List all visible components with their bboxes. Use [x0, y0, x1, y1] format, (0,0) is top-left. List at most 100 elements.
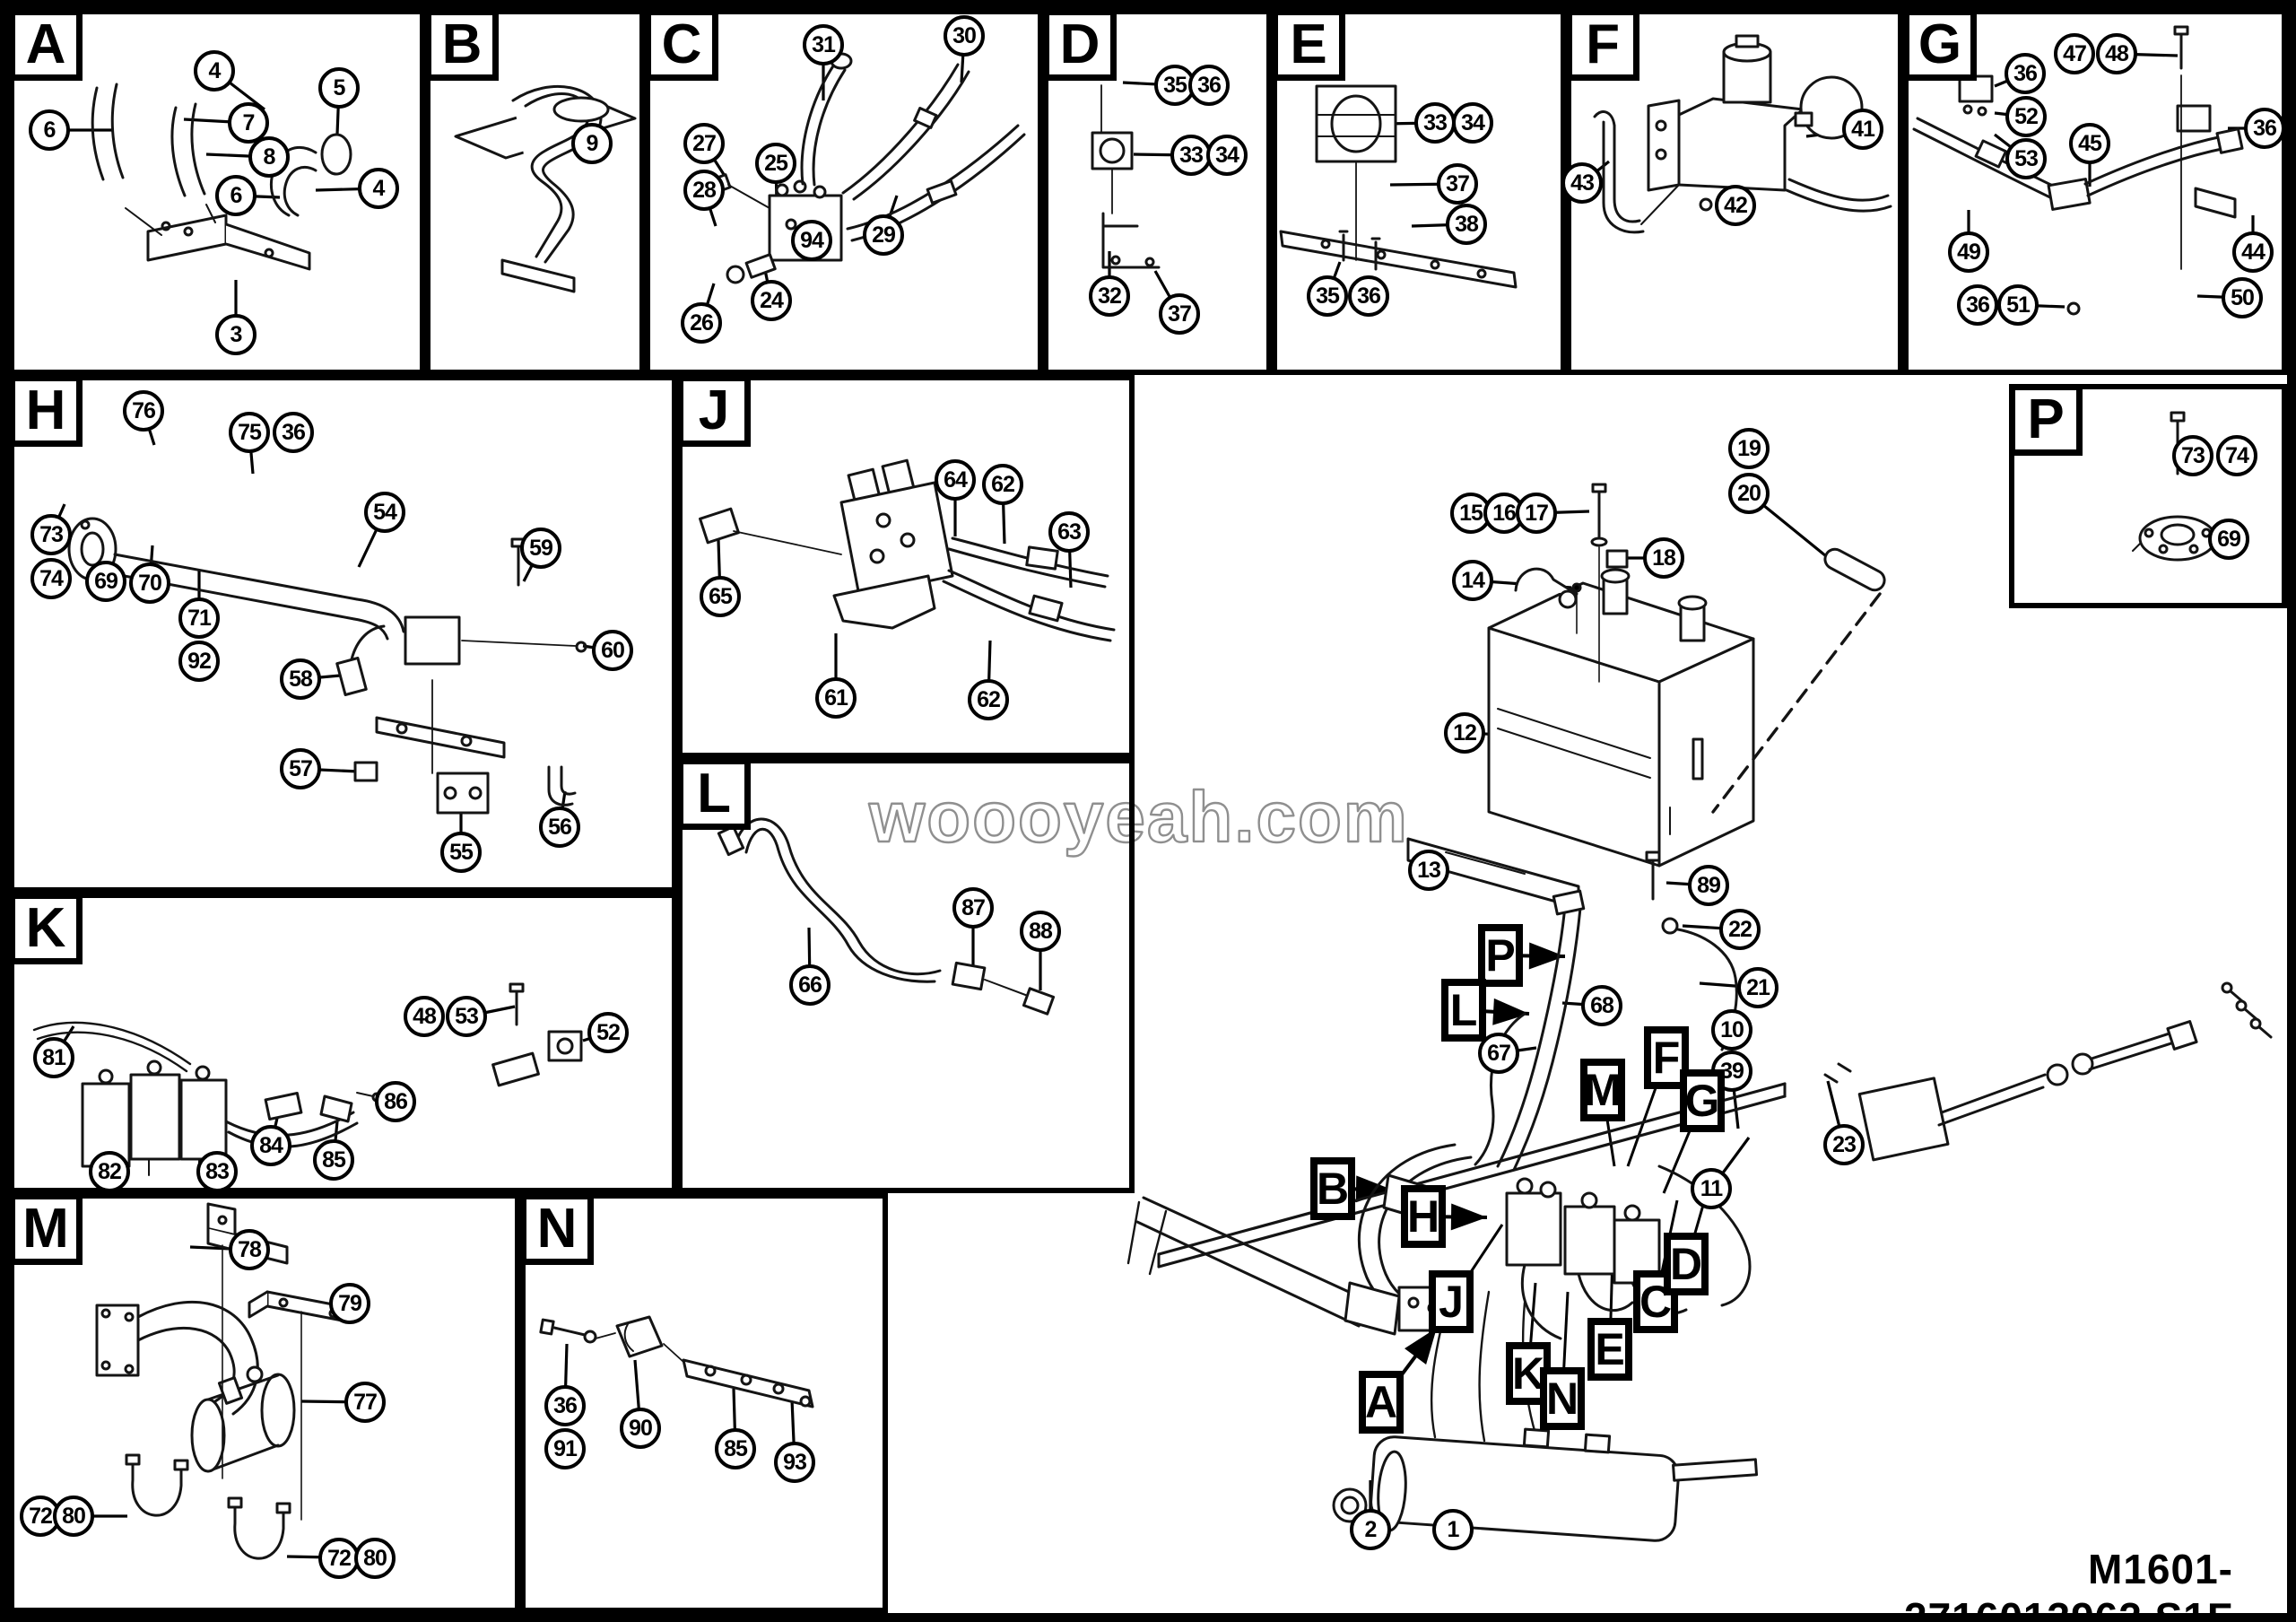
assembly-marker-a: A	[1359, 1371, 1404, 1434]
art-clamp-e	[1279, 84, 1518, 289]
panel-label-d: D	[1043, 9, 1117, 81]
callout-69: 69	[85, 561, 126, 602]
callout-21: 21	[1737, 967, 1779, 1008]
panel-label-a: A	[9, 9, 83, 81]
art-manifold-j	[699, 458, 1116, 642]
panel-h	[9, 375, 677, 893]
art-strap-n	[539, 1315, 814, 1408]
panel-a	[9, 9, 425, 375]
callout-62: 62	[968, 679, 1009, 720]
callout-73: 73	[30, 514, 72, 555]
assembly-marker-g: G	[1680, 1069, 1725, 1132]
callout-37: 37	[1159, 293, 1200, 335]
pointer-arrow-icon	[1492, 998, 1529, 1025]
callout-29: 29	[863, 214, 904, 256]
callout-36: 36	[273, 412, 314, 453]
callout-4: 4	[194, 50, 235, 92]
callout-80: 80	[354, 1538, 396, 1579]
art-tank	[1487, 567, 1755, 868]
panel-d	[1043, 9, 1272, 375]
callout-67: 67	[1478, 1033, 1519, 1074]
assembly-marker-l: L	[1441, 979, 1486, 1042]
callout-61: 61	[815, 677, 857, 719]
panel-label-n: N	[520, 1193, 594, 1265]
callout-94: 94	[791, 220, 832, 261]
callout-63: 63	[1048, 511, 1090, 553]
assembly-marker-p: P	[1478, 924, 1523, 987]
callout-74: 74	[2216, 435, 2257, 476]
callout-43: 43	[1561, 162, 1603, 204]
callout-36: 36	[2005, 53, 2046, 94]
callout-73: 73	[2172, 435, 2213, 476]
callout-36: 36	[1188, 65, 1230, 106]
callout-47: 47	[2054, 33, 2095, 74]
callout-48: 48	[2096, 33, 2137, 74]
art-pipe-h	[67, 517, 587, 815]
callout-38: 38	[1446, 204, 1487, 245]
panel-label-j: J	[677, 375, 751, 447]
callout-83: 83	[196, 1151, 238, 1192]
callout-18: 18	[1643, 537, 1684, 579]
callout-41: 41	[1842, 109, 1883, 150]
callout-60: 60	[592, 630, 633, 671]
callout-70: 70	[129, 562, 170, 604]
panel-label-g: G	[1903, 9, 1977, 81]
art-flange-p	[2132, 411, 2223, 562]
callout-23: 23	[1823, 1124, 1865, 1165]
callout-3: 3	[215, 314, 257, 355]
art-hose-l	[717, 817, 1056, 1016]
callout-14: 14	[1452, 560, 1493, 601]
callout-30: 30	[944, 15, 985, 57]
callout-49: 49	[1948, 231, 1989, 273]
callout-64: 64	[935, 459, 976, 501]
callout-89: 89	[1688, 865, 1729, 906]
callout-2: 2	[1350, 1509, 1391, 1550]
panel-n	[520, 1193, 888, 1613]
callout-48: 48	[404, 996, 445, 1037]
panel-label-m: M	[9, 1193, 83, 1265]
callout-87: 87	[952, 887, 994, 929]
callout-27: 27	[683, 123, 725, 164]
callout-36: 36	[1957, 284, 1998, 326]
panel-p	[2009, 384, 2287, 608]
panel-k	[9, 893, 677, 1193]
callout-65: 65	[700, 576, 741, 617]
panel-label-h: H	[9, 375, 83, 447]
art-hoses-g	[1912, 25, 2244, 316]
callout-17: 17	[1516, 493, 1557, 534]
callout-72: 72	[318, 1538, 360, 1579]
callout-80: 80	[53, 1496, 94, 1537]
callout-42: 42	[1715, 185, 1756, 226]
callout-1: 1	[1432, 1509, 1474, 1550]
panel-label-c: C	[645, 9, 718, 81]
callout-34: 34	[1452, 102, 1493, 144]
panel-b	[425, 9, 645, 375]
callout-6: 6	[29, 109, 70, 151]
callout-12: 12	[1444, 712, 1485, 754]
assembly-marker-h: H	[1401, 1185, 1446, 1248]
callout-82: 82	[89, 1151, 130, 1192]
callout-34: 34	[1206, 135, 1248, 176]
panel-label-f: F	[1566, 9, 1639, 81]
panel-label-b: B	[425, 9, 499, 81]
callout-44: 44	[2232, 231, 2274, 273]
callout-24: 24	[751, 280, 792, 321]
callout-74: 74	[30, 558, 72, 599]
callout-6: 6	[215, 175, 257, 216]
callout-81: 81	[33, 1037, 74, 1078]
callout-93: 93	[774, 1442, 815, 1483]
panel-m	[9, 1193, 520, 1613]
callout-58: 58	[280, 658, 321, 700]
art-plate-and-pins	[1406, 483, 1886, 910]
callout-36: 36	[2244, 108, 2285, 149]
callout-5: 5	[318, 67, 360, 109]
callout-79: 79	[329, 1283, 370, 1324]
panel-label-l: L	[677, 758, 751, 830]
assembly-marker-m: M	[1580, 1059, 1625, 1121]
callout-22: 22	[1719, 909, 1761, 950]
pointer-arrow-icon	[1450, 1203, 1487, 1231]
panel-c	[645, 9, 1043, 375]
callout-32: 32	[1089, 275, 1130, 317]
callout-90: 90	[620, 1408, 661, 1449]
callout-8: 8	[248, 136, 290, 178]
